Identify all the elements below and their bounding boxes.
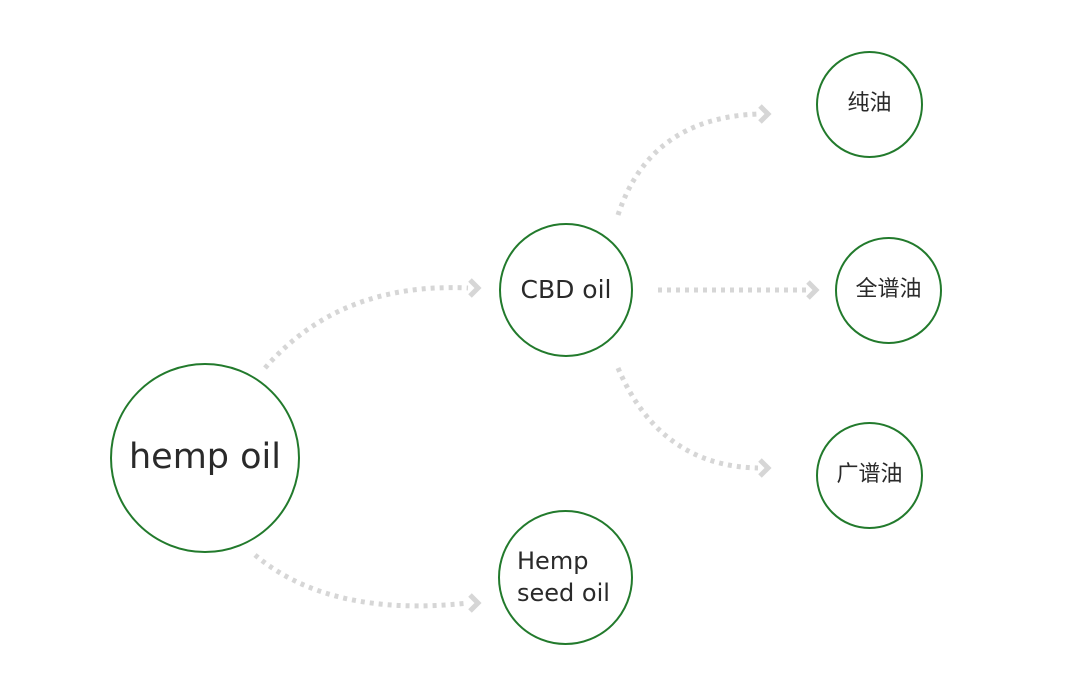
- node-hemp-oil: hemp oil: [110, 363, 300, 553]
- edge-cbd-oil-to-full-spectrum-oil: [658, 280, 820, 300]
- connector-line: [615, 111, 759, 216]
- arrowhead-icon: [758, 458, 772, 478]
- node-hemp-seed-oil: Hemp seed oil: [498, 510, 633, 645]
- arrowhead-icon: [468, 278, 482, 298]
- arrowhead-icon: [806, 280, 820, 300]
- connector-line: [253, 553, 469, 609]
- node-label-cbd-oil: CBD oil: [520, 274, 612, 304]
- node-label-hemp-seed-oil: Hemp seed oil: [517, 547, 610, 607]
- arrowhead-icon: [758, 104, 772, 124]
- edge-cbd-oil-to-pure-oil: [615, 104, 772, 216]
- arrowhead-icon: [468, 593, 482, 613]
- node-full-spectrum-oil: 全谱油: [835, 237, 942, 344]
- node-broad-spectrum-oil: 广谱油: [816, 422, 923, 529]
- edge-hemp-oil-to-cbd-oil: [263, 278, 482, 370]
- node-label-pure-oil: 纯油: [847, 91, 892, 117]
- connector-line: [263, 285, 469, 370]
- edge-hemp-oil-to-hemp-seed-oil: [253, 553, 482, 613]
- connector-line: [615, 367, 759, 471]
- node-label-full-spectrum-oil: 全谱油: [855, 277, 922, 303]
- node-label-hemp-oil: hemp oil: [128, 437, 281, 478]
- edge-cbd-oil-to-broad-spectrum-oil: [615, 367, 772, 478]
- node-label-broad-spectrum-oil: 广谱油: [836, 462, 903, 488]
- node-cbd-oil: CBD oil: [499, 223, 633, 357]
- node-pure-oil: 纯油: [816, 51, 923, 158]
